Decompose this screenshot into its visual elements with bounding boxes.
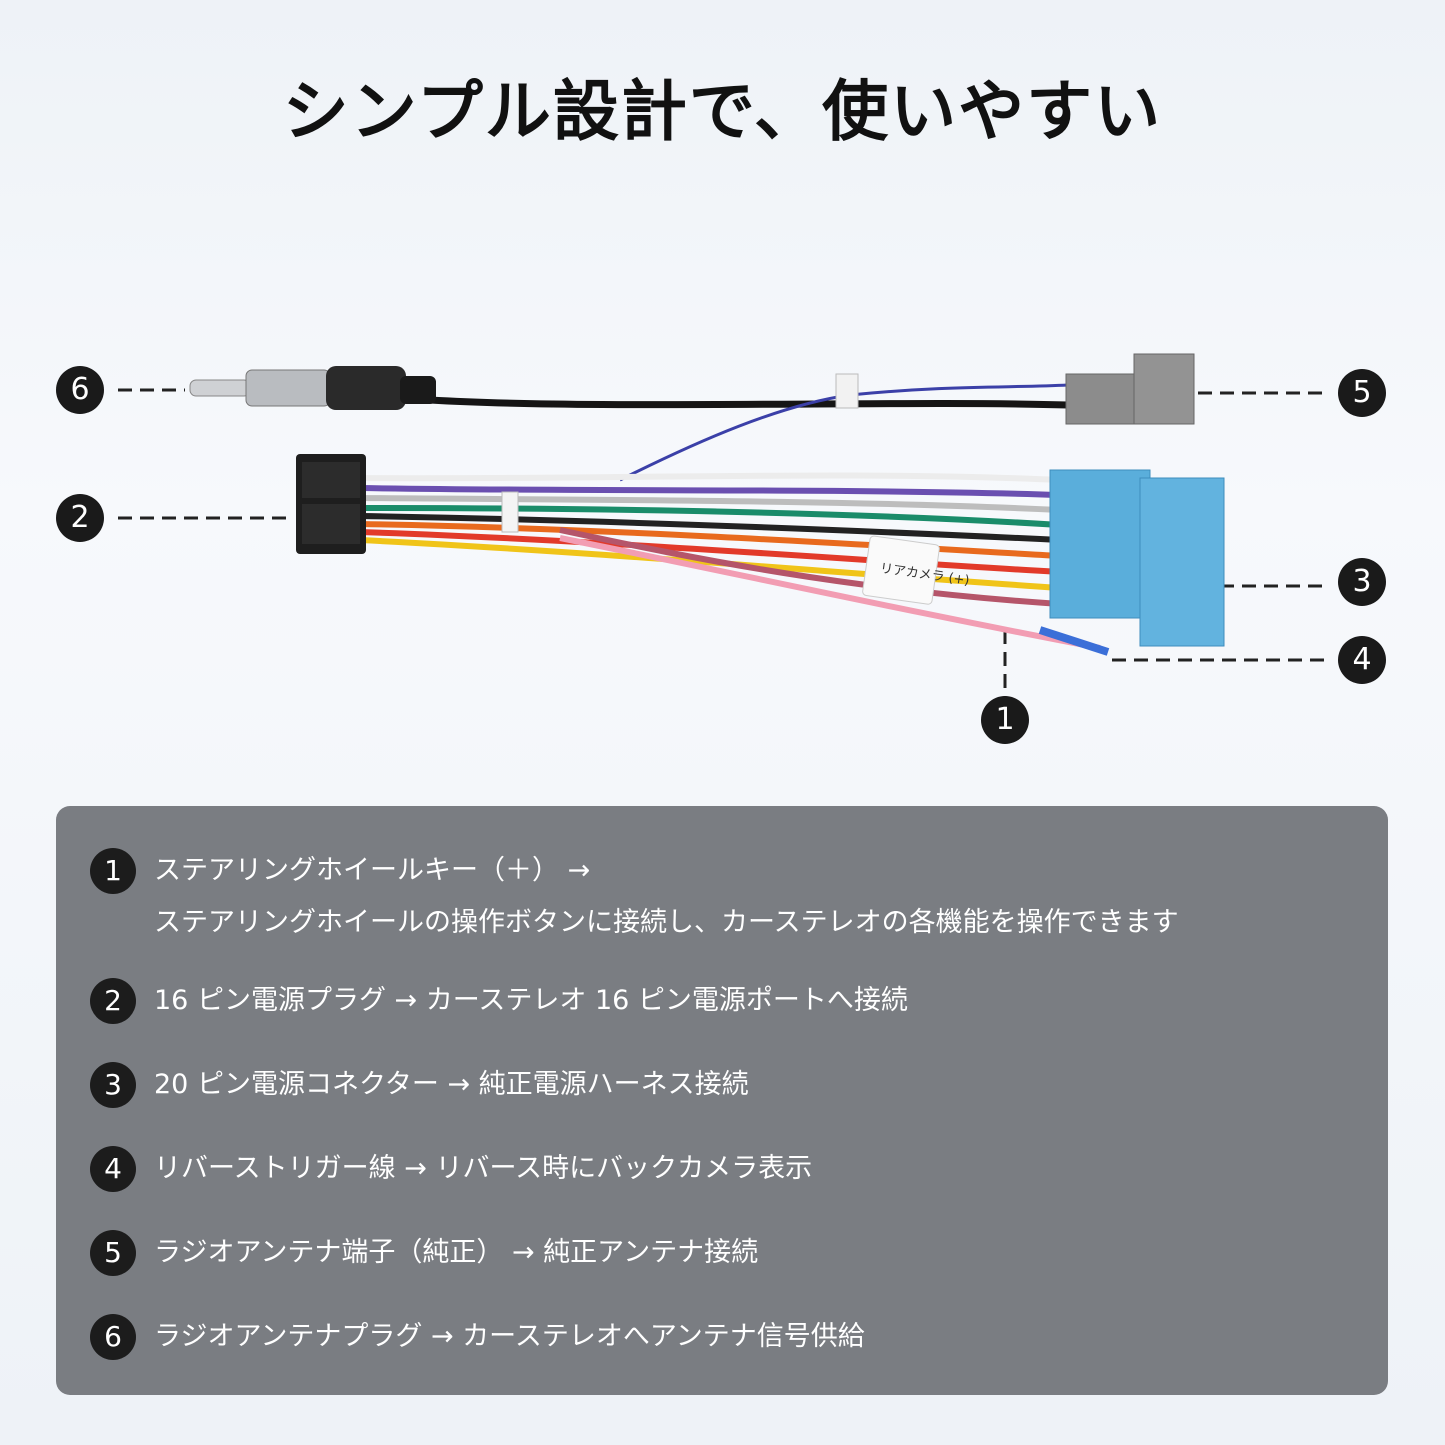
legend-text-line1: ステアリングホイールキー（＋） → — [154, 855, 591, 886]
legend-item-5: 5 ラジオアンテナ端子（純正） → 純正アンテナ接続 — [90, 1230, 758, 1276]
legend-panel: 1 ステアリングホイールキー（＋） → ステアリングホイールの操作ボタンに接続し… — [56, 806, 1388, 1395]
callout-2: 2 — [56, 494, 104, 542]
callout-1: 1 — [981, 696, 1029, 744]
callout-5: 5 — [1338, 369, 1386, 417]
legend-text-line2: ステアリングホイールの操作ボタンに接続し、カーステレオの各機能を操作できます — [154, 907, 1179, 938]
leader-lines — [118, 388, 1328, 700]
legend-number: 3 — [90, 1062, 136, 1108]
legend-text: ステアリングホイールキー（＋） → ステアリングホイールの操作ボタンに接続し、カ… — [154, 848, 1179, 948]
legend-number: 4 — [90, 1146, 136, 1192]
legend-text: 16 ピン電源プラグ → カーステレオ 16 ピン電源ポートへ接続 — [154, 985, 908, 1016]
antenna-jack-connector — [1065, 353, 1195, 425]
legend-item-6: 6 ラジオアンテナプラグ → カーステレオへアンテナ信号供給 — [90, 1314, 865, 1360]
wire-bundle — [359, 472, 1101, 651]
legend-text: ラジオアンテナプラグ → カーステレオへアンテナ信号供給 — [154, 1321, 865, 1352]
legend-number: 2 — [90, 978, 136, 1024]
legend-item-3: 3 20 ピン電源コネクター → 純正電源ハーネス接続 — [90, 1062, 749, 1108]
legend-number: 5 — [90, 1230, 136, 1276]
legend-text: リバーストリガー線 → リバース時にバックカメラ表示 — [154, 1153, 813, 1184]
16-pin-plug — [296, 454, 366, 554]
legend-number: 6 — [90, 1314, 136, 1360]
legend-item-2: 2 16 ピン電源プラグ → カーステレオ 16 ピン電源ポートへ接続 — [90, 978, 908, 1024]
legend-item-4: 4 リバーストリガー線 → リバース時にバックカメラ表示 — [90, 1146, 812, 1192]
legend-text: 20 ピン電源コネクター → 純正電源ハーネス接続 — [154, 1069, 749, 1100]
legend-text: ラジオアンテナ端子（純正） → 純正アンテナ接続 — [154, 1237, 759, 1268]
antenna-plug — [189, 366, 1069, 410]
callout-4: 4 — [1338, 636, 1386, 684]
rear-camera-tag: リアカメラ (+) — [862, 535, 970, 605]
20-pin-connector — [1049, 469, 1225, 647]
callout-3: 3 — [1338, 558, 1386, 606]
legend-number: 1 — [90, 848, 136, 894]
page-title: シンプル設計で、使いやすい — [282, 73, 1163, 150]
legend-item-1: 1 ステアリングホイールキー（＋） → ステアリングホイールの操作ボタンに接続し… — [90, 848, 1179, 948]
callout-6: 6 — [56, 366, 104, 414]
wiring-harness-illustration: リアカメラ (+) — [118, 353, 1328, 700]
